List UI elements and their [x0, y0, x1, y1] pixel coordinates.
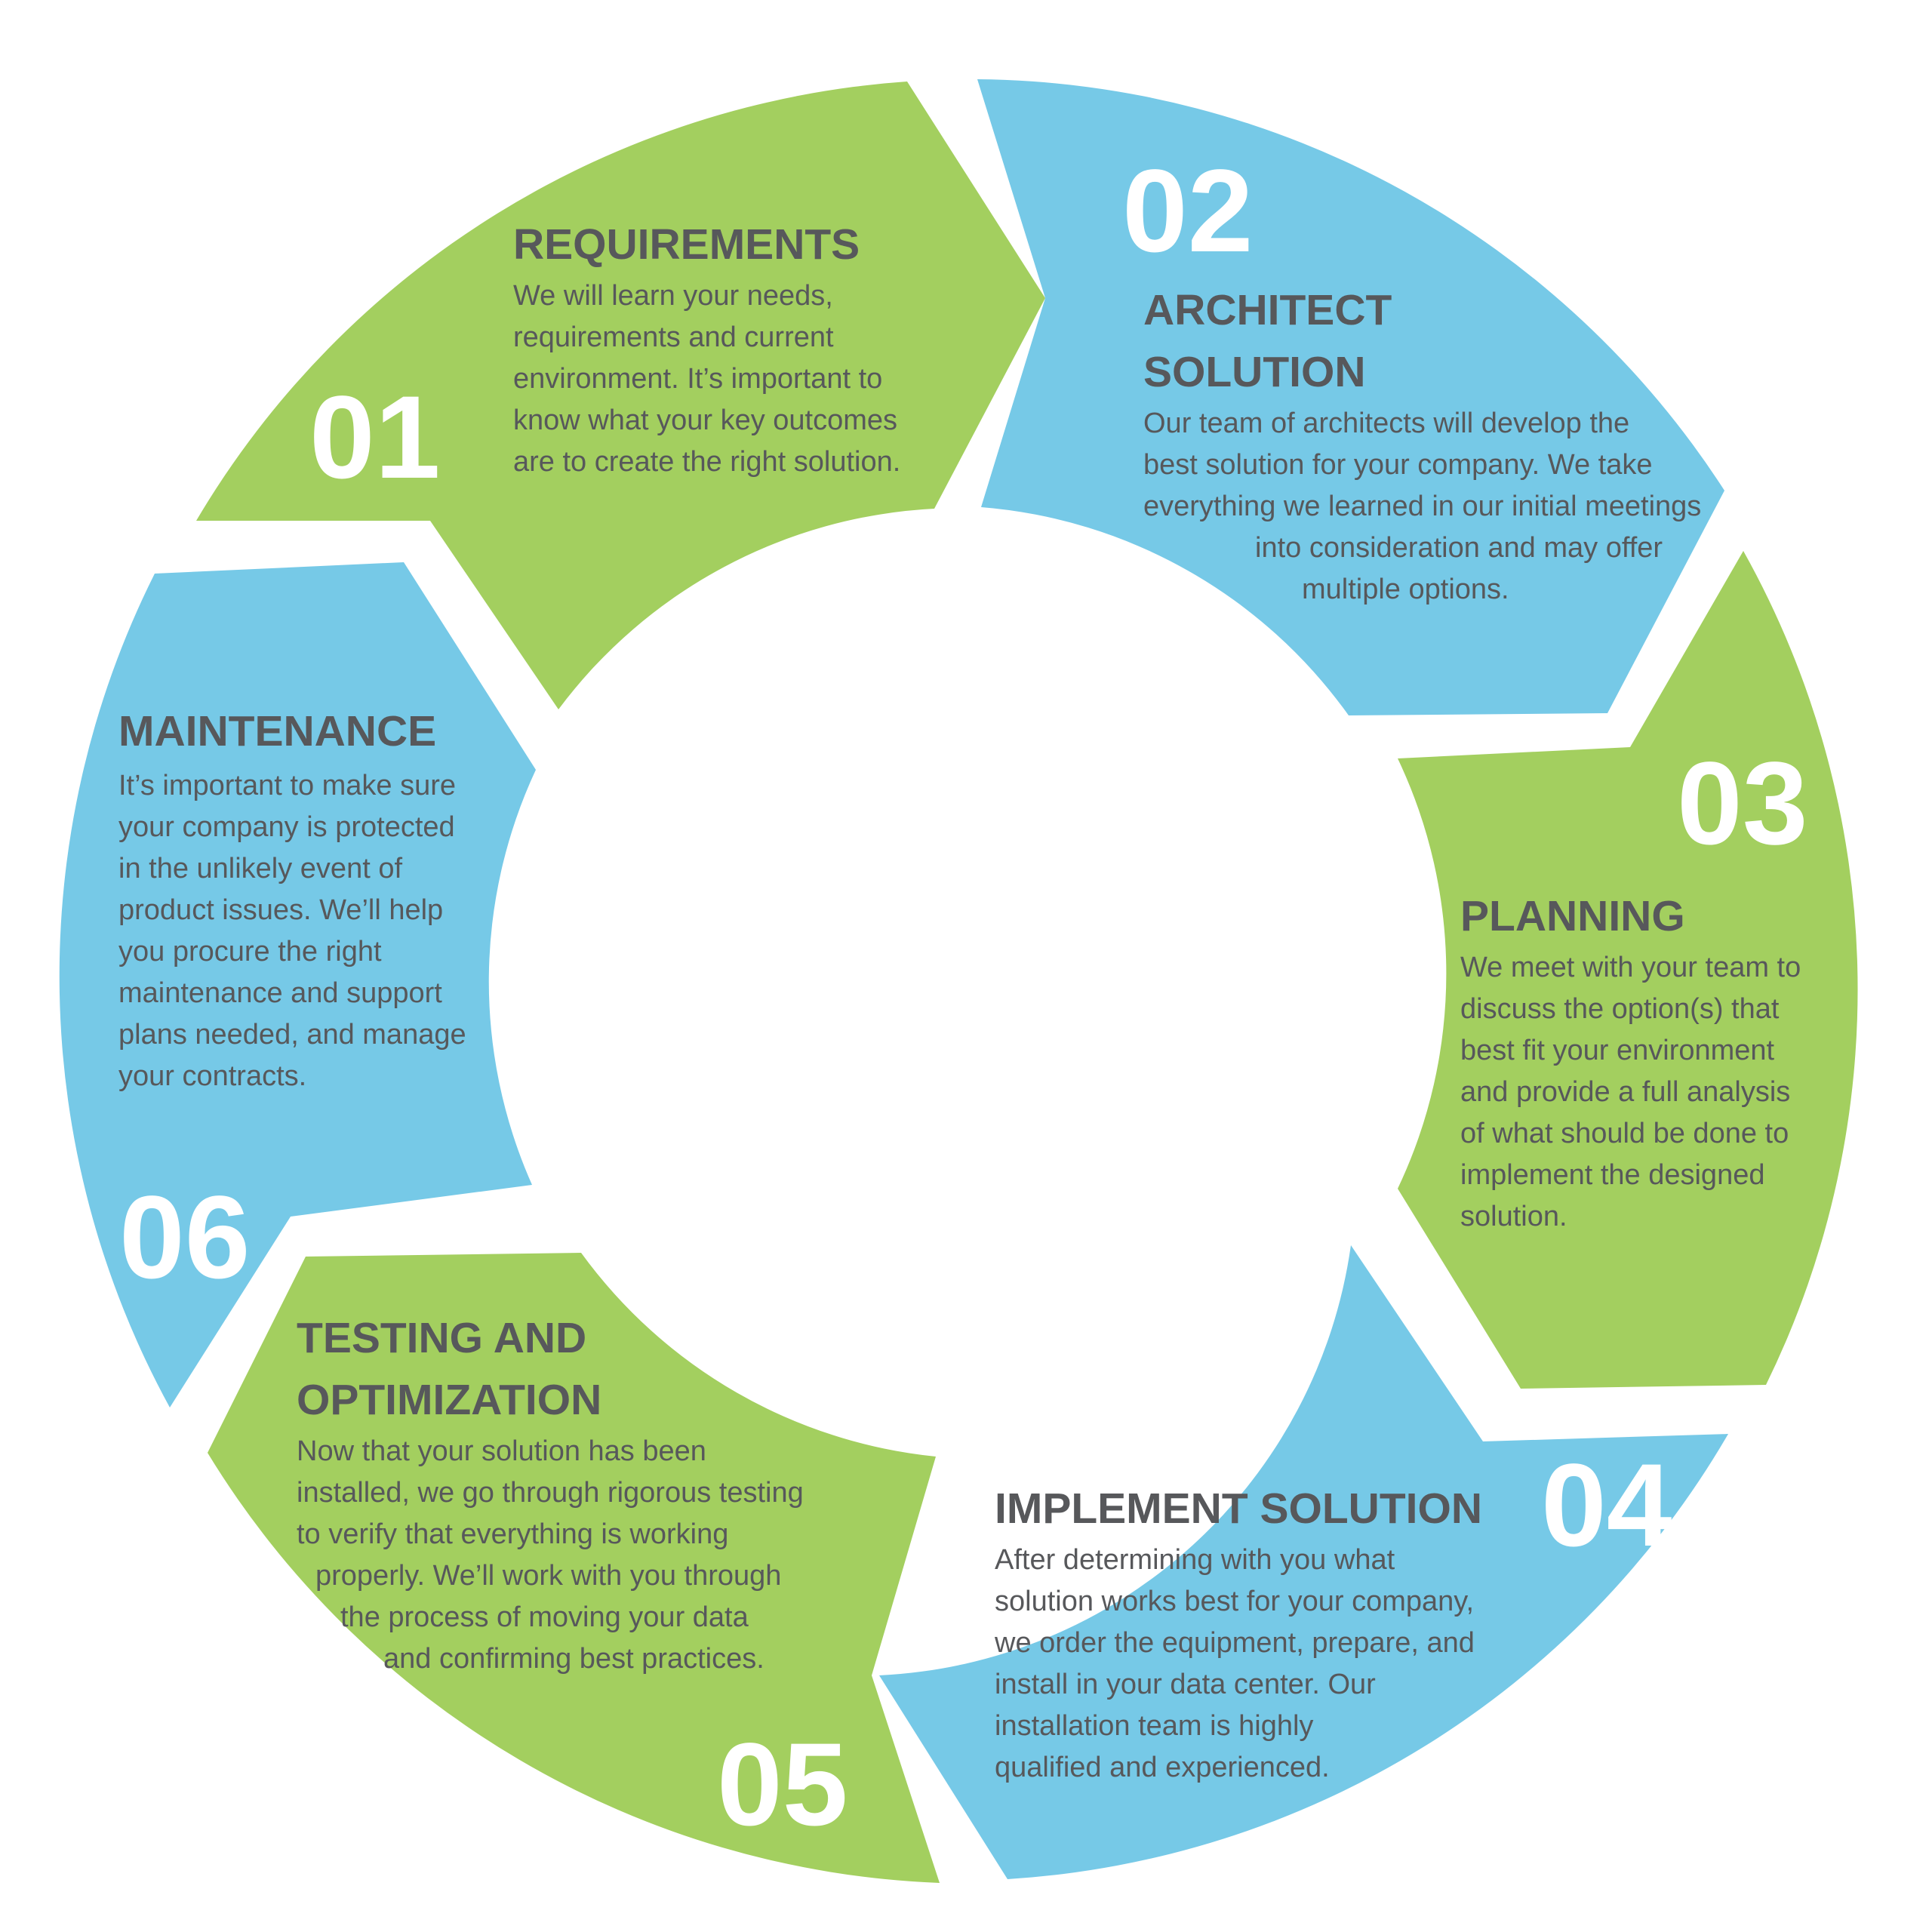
- step-06-body-line: plans needed, and manage: [118, 1019, 466, 1051]
- step-03-text: PLANNING We meet with your team to discu…: [1460, 885, 1801, 1238]
- step-05-number: 05: [717, 1719, 848, 1850]
- step-01-text: REQUIREMENTS We will learn your needs, r…: [513, 214, 900, 483]
- step-06-body-line: you procure the right: [118, 936, 382, 968]
- step-04-body-line: solution works best for your company,: [995, 1586, 1475, 1617]
- step-06-body-line: product issues. We’ll help: [118, 894, 444, 926]
- step-05-title-line: TESTING AND: [297, 1314, 587, 1362]
- step-04-number: 04: [1541, 1440, 1672, 1571]
- step-05-title-line: OPTIMIZATION: [297, 1376, 602, 1424]
- step-03-body-line: of what should be done to: [1460, 1118, 1789, 1149]
- step-03-body-line: We meet with your team to: [1460, 952, 1801, 983]
- step-01-body-line: requirements and current: [513, 321, 834, 353]
- segment-02-arrow: [977, 79, 1724, 715]
- step-06-body-line: your company is protected: [118, 811, 455, 843]
- step-01-body-line: know what your key outcomes: [513, 405, 898, 436]
- step-01-body-line: environment. It’s important to: [513, 363, 883, 395]
- step-03-body-line: and provide a full analysis: [1460, 1076, 1791, 1108]
- step-06-body-line: in the unlikely event of: [118, 853, 403, 884]
- segment-03-arrow: [1398, 551, 1858, 1389]
- step-02-body-line: everything we learned in our initial mee…: [1143, 491, 1702, 522]
- step-04-title-line: IMPLEMENT SOLUTION: [995, 1484, 1482, 1533]
- step-05-body-line: installed, we go through rigorous testin…: [297, 1477, 804, 1509]
- step-01-body-line: We will learn your needs,: [513, 280, 833, 312]
- step-06-body-line: your contracts.: [118, 1060, 307, 1092]
- step-04-text: IMPLEMENT SOLUTION After determining wit…: [995, 1478, 1482, 1789]
- step-06-description: It’s important to make sure your company…: [118, 765, 466, 1097]
- step-06-text: MAINTENANCE It’s important to make sure …: [118, 700, 466, 1097]
- step-03-body-line: implement the designed: [1460, 1159, 1765, 1191]
- step-01-title-line: REQUIREMENTS: [513, 220, 860, 269]
- step-02-description: Our team of architects will develop the …: [1143, 403, 1701, 611]
- step-04-body-line: installation team is highly: [995, 1710, 1314, 1742]
- step-06-body-line: It’s important to make sure: [118, 770, 457, 801]
- step-05-text: TESTING AND OPTIMIZATION Now that your s…: [297, 1307, 804, 1680]
- step-04-body-line: install in your data center. Our: [995, 1669, 1376, 1700]
- step-03-number: 03: [1677, 738, 1808, 869]
- step-03-title: PLANNING: [1460, 885, 1801, 947]
- step-02-title-line: ARCHITECT: [1143, 286, 1392, 334]
- segment-05-arrow: [208, 1253, 940, 1883]
- step-04-body-line: qualified and experienced.: [995, 1752, 1330, 1783]
- step-04-title: IMPLEMENT SOLUTION: [995, 1478, 1482, 1540]
- step-02-title: ARCHITECT SOLUTION: [1143, 279, 1701, 403]
- step-01-description: We will learn your needs, requirements a…: [513, 275, 900, 483]
- step-04-body-line: After determining with you what: [995, 1544, 1395, 1576]
- step-06-title-line: MAINTENANCE: [118, 707, 437, 755]
- step-05-body-line: properly. We’ll work with you through: [315, 1560, 782, 1592]
- step-04-body-line: we order the equipment, prepare, and: [995, 1627, 1475, 1659]
- step-05-body-line: to verify that everything is working: [297, 1518, 729, 1550]
- step-03-body-line: best fit your environment: [1460, 1035, 1775, 1066]
- step-03-title-line: PLANNING: [1460, 892, 1685, 940]
- step-05-title: TESTING AND OPTIMIZATION: [297, 1307, 804, 1431]
- step-01-title: REQUIREMENTS: [513, 214, 900, 275]
- step-02-number: 02: [1122, 146, 1254, 277]
- step-06-number: 06: [119, 1172, 251, 1303]
- step-03-body-line: discuss the option(s) that: [1460, 993, 1780, 1025]
- step-05-body-line: the process of moving your data: [340, 1601, 749, 1633]
- step-02-body-line: into consideration and may offer: [1255, 532, 1663, 564]
- segment-04-arrow: [879, 1245, 1728, 1879]
- step-02-body-line: Our team of architects will develop the: [1143, 408, 1630, 439]
- step-05-description: Now that your solution has been installe…: [297, 1431, 804, 1680]
- step-02-text: ARCHITECT SOLUTION Our team of architect…: [1143, 279, 1701, 611]
- segment-06-arrow: [59, 562, 536, 1407]
- step-02-body-line: best solution for your company. We take: [1143, 449, 1653, 481]
- step-03-body-line: solution.: [1460, 1201, 1567, 1232]
- step-02-body-line: multiple options.: [1302, 574, 1509, 605]
- step-04-description: After determining with you what solution…: [995, 1540, 1482, 1789]
- segment-01-arrow: [196, 82, 1045, 709]
- step-06-body-line: maintenance and support: [118, 977, 442, 1009]
- step-06-title: MAINTENANCE: [118, 700, 466, 762]
- step-02-title-line: SOLUTION: [1143, 348, 1366, 396]
- step-05-body-line: and confirming best practices.: [383, 1643, 764, 1675]
- step-05-body-line: Now that your solution has been: [297, 1435, 706, 1467]
- step-03-description: We meet with your team to discuss the op…: [1460, 947, 1801, 1238]
- step-01-body-line: are to create the right solution.: [513, 446, 901, 478]
- step-01-number: 01: [309, 372, 441, 503]
